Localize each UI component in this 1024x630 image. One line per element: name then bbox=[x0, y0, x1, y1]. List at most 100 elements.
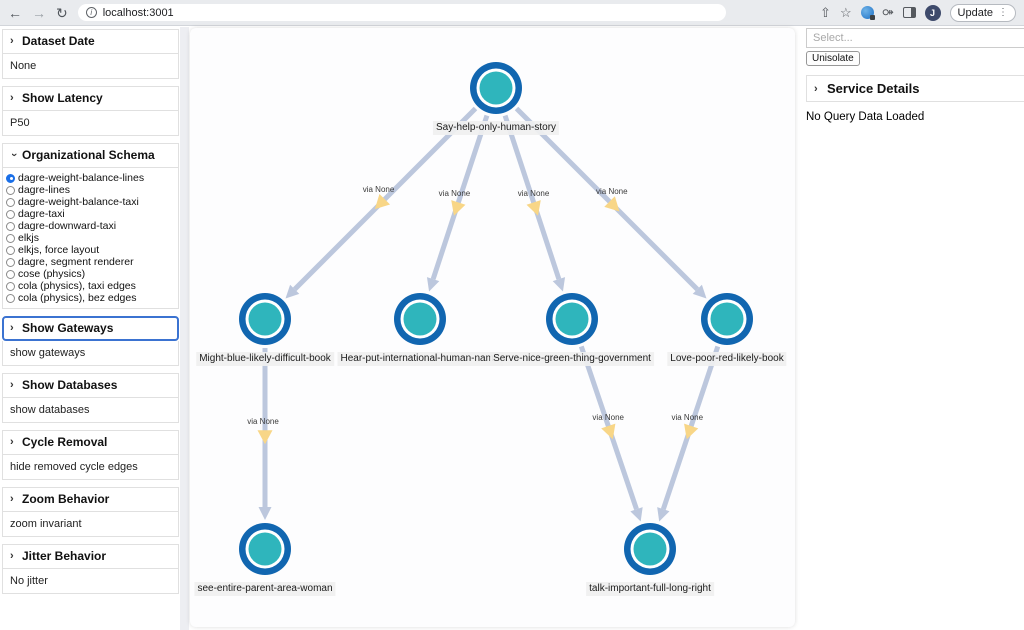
menu-dots-icon: ⋮ bbox=[998, 7, 1008, 18]
section-value-show-latency[interactable]: P50 bbox=[2, 111, 179, 136]
node-label-hear: Hear-put-international-human-name bbox=[337, 352, 503, 366]
radio-option-label: dagre-taxi bbox=[18, 208, 65, 220]
graph-node-talk[interactable] bbox=[624, 523, 676, 575]
forward-icon[interactable]: → bbox=[32, 4, 46, 21]
section-value-show-gateways[interactable]: show gateways bbox=[2, 341, 179, 366]
radio-option-dagre-lines[interactable]: dagre-lines bbox=[6, 184, 175, 196]
node-label-serve: Serve-nice-green-thing-government bbox=[490, 352, 654, 366]
radio-option-label: cose (physics) bbox=[18, 268, 86, 280]
service-details-header[interactable]: › Service Details bbox=[806, 75, 1024, 102]
section-header-cycle-removal[interactable]: ›Cycle Removal bbox=[2, 430, 179, 455]
profile-avatar[interactable]: J bbox=[924, 4, 941, 21]
radio-button-icon[interactable] bbox=[6, 173, 15, 183]
radio-button-icon[interactable] bbox=[6, 281, 15, 291]
node-core bbox=[248, 532, 282, 566]
radio-option-dagre-taxi[interactable]: dagre-taxi bbox=[6, 208, 175, 220]
section-header-zoom-behavior[interactable]: ›Zoom Behavior bbox=[2, 487, 179, 512]
reload-icon[interactable]: ↻ bbox=[56, 4, 68, 21]
radio-option-dagre-weight-balance-taxi[interactable]: dagre-weight-balance-taxi bbox=[6, 196, 175, 208]
section-header-show-gateways[interactable]: ›Show Gateways bbox=[2, 316, 179, 341]
graph-node-see[interactable] bbox=[239, 523, 291, 575]
service-select-input[interactable] bbox=[806, 28, 1024, 48]
radio-button-icon[interactable] bbox=[6, 185, 15, 195]
section-header-show-databases[interactable]: › Show Databases bbox=[2, 373, 179, 398]
node-core bbox=[555, 302, 589, 336]
radio-option-cola-physics-bez-edges[interactable]: cola (physics), bez edges bbox=[6, 292, 175, 304]
graph-edge-say-love bbox=[514, 106, 700, 292]
edge-waypoint-marker-icon bbox=[684, 423, 699, 440]
update-button[interactable]: Update ⋮ bbox=[949, 3, 1016, 22]
edge-arrowhead-icon bbox=[692, 284, 707, 299]
chevron-icon: › bbox=[10, 379, 14, 391]
section-value-zoom-behavior[interactable]: zoom invariant bbox=[2, 512, 179, 537]
section-title: Show Databases bbox=[22, 378, 118, 392]
radio-option-cose-physics-[interactable]: cose (physics) bbox=[6, 268, 175, 280]
browser-toolbar: ← → ↻ i localhost:3001 ⇧ ☆ ⚩ J Update ⋮ bbox=[0, 0, 1024, 26]
radio-option-elkjs-force-layout[interactable]: elkjs, force layout bbox=[6, 244, 175, 256]
chevron-icon: › bbox=[8, 153, 20, 157]
section-header-organizational-schema[interactable]: ›Organizational Schema bbox=[2, 143, 179, 168]
chevron-icon: › bbox=[10, 322, 14, 334]
radio-option-cola-physics-taxi-edges[interactable]: cola (physics), taxi edges bbox=[6, 280, 175, 292]
edge-label-4: via None bbox=[247, 417, 279, 427]
radio-button-icon[interactable] bbox=[6, 293, 15, 303]
radio-option-label: dagre-downward-taxi bbox=[18, 220, 117, 232]
section-value-show-databases[interactable]: show databases bbox=[2, 398, 179, 423]
unisolate-button[interactable]: Unisolate bbox=[806, 51, 860, 66]
side-panel-icon[interactable] bbox=[902, 7, 916, 18]
chevron-icon: › bbox=[10, 35, 14, 47]
edge-waypoint-marker-icon bbox=[601, 423, 616, 440]
section-value-dataset-date[interactable]: None bbox=[2, 54, 179, 79]
site-info-icon[interactable]: i bbox=[85, 7, 97, 18]
radio-option-label: dagre-weight-balance-taxi bbox=[18, 196, 139, 208]
radio-option-dagre-weight-balance-lines[interactable]: dagre-weight-balance-lines bbox=[6, 172, 175, 184]
graph-node-say[interactable] bbox=[470, 62, 522, 114]
sidebar-scrollbar-track[interactable] bbox=[180, 27, 189, 630]
section-header-jitter-behavior[interactable]: ›Jitter Behavior bbox=[2, 544, 179, 569]
radio-option-dagre-downward-taxi[interactable]: dagre-downward-taxi bbox=[6, 220, 175, 232]
section-header-show-latency[interactable]: › Show Latency bbox=[2, 86, 179, 111]
share-icon[interactable]: ⇧ bbox=[820, 5, 831, 20]
graph-node-love[interactable] bbox=[701, 293, 753, 345]
graph-edge-say-serve bbox=[502, 114, 562, 280]
radio-button-icon[interactable] bbox=[6, 233, 15, 243]
radio-option-label: cola (physics), bez edges bbox=[18, 292, 137, 304]
radio-button-icon[interactable] bbox=[6, 245, 15, 255]
edge-arrowhead-icon bbox=[657, 507, 670, 522]
password-extension-icon[interactable] bbox=[860, 6, 875, 20]
node-core bbox=[248, 302, 282, 336]
back-icon[interactable]: ← bbox=[8, 4, 22, 21]
section-header-dataset-date[interactable]: › Dataset Date bbox=[2, 29, 179, 54]
radio-button-icon[interactable] bbox=[6, 221, 15, 231]
section-title: Dataset Date bbox=[22, 34, 95, 48]
radio-option-label: elkjs, force layout bbox=[18, 244, 100, 256]
graph-node-hear[interactable] bbox=[394, 293, 446, 345]
chevron-icon: › bbox=[10, 493, 14, 505]
node-core bbox=[710, 302, 744, 336]
chevron-icon: › bbox=[10, 550, 14, 562]
address-bar[interactable]: i localhost:3001 bbox=[77, 4, 726, 21]
graph-node-serve[interactable] bbox=[546, 293, 598, 345]
radio-button-icon[interactable] bbox=[6, 269, 15, 279]
radio-option-elkjs[interactable]: elkjs bbox=[6, 232, 175, 244]
chevron-icon: › bbox=[10, 92, 14, 104]
graph-node-might[interactable] bbox=[239, 293, 291, 345]
extensions-puzzle-icon[interactable]: ⚩ bbox=[882, 5, 894, 20]
radio-button-icon[interactable] bbox=[6, 197, 15, 207]
section-value-jitter-behavior[interactable]: No jitter bbox=[2, 569, 179, 594]
node-label-talk: talk-important-full-long-right bbox=[586, 582, 714, 596]
chevron-icon: › bbox=[10, 436, 14, 448]
radio-option-dagre-segment-renderer[interactable]: dagre, segment renderer bbox=[6, 256, 175, 268]
node-label-love: Love-poor-red-likely-book bbox=[667, 352, 787, 366]
section-value-cycle-removal[interactable]: hide removed cycle edges bbox=[2, 455, 179, 480]
bookmark-star-icon[interactable]: ☆ bbox=[839, 5, 852, 20]
radio-button-icon[interactable] bbox=[6, 257, 15, 267]
section-title: Show Latency bbox=[22, 91, 103, 105]
radio-button-icon[interactable] bbox=[6, 209, 15, 219]
